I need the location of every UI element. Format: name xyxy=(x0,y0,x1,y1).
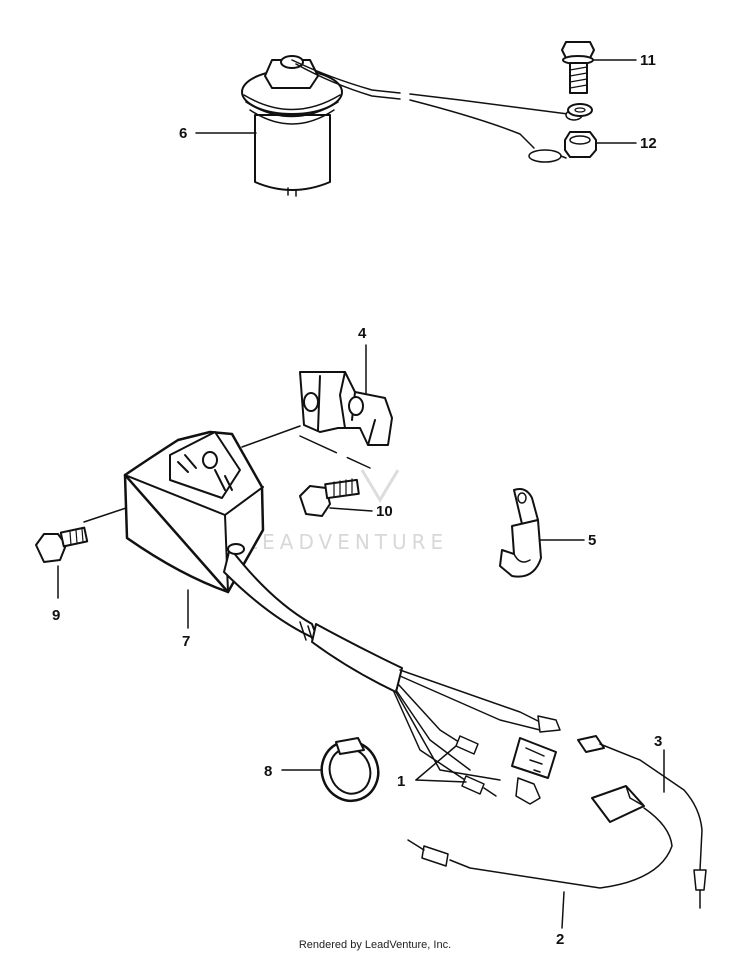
part-2-lead[interactable] xyxy=(407,785,673,889)
callout-1: 1 xyxy=(397,773,405,790)
callout-6: 6 xyxy=(179,125,187,142)
lock-washer[interactable] xyxy=(567,103,593,117)
callout-3: 3 xyxy=(654,733,662,750)
callout-12: 12 xyxy=(640,135,657,152)
footer-credit: Rendered by LeadVenture, Inc. xyxy=(299,939,451,951)
callout-11: 11 xyxy=(640,52,656,69)
callout-5: 5 xyxy=(588,532,596,549)
callout-9: 9 xyxy=(52,607,60,624)
part-7-harness[interactable] xyxy=(223,543,561,805)
part-3-lead[interactable] xyxy=(577,735,707,909)
part-6-sensor[interactable] xyxy=(241,55,583,197)
watermark-text: LEADVENTURE xyxy=(246,530,448,554)
callout-8: 8 xyxy=(264,763,272,780)
callout-10: 10 xyxy=(376,503,393,520)
part-8-clamp[interactable] xyxy=(313,733,386,809)
part-4-bracket[interactable] xyxy=(299,371,393,446)
callout-labels: 1 2 3 4 5 6 7 8 9 10 11 12 xyxy=(52,52,662,948)
part-9-bolt[interactable] xyxy=(35,526,89,563)
callout-4: 4 xyxy=(358,325,367,342)
part-5-clip[interactable] xyxy=(499,488,542,578)
leader-lines xyxy=(57,59,665,929)
watermark: LEADVENTURE xyxy=(246,469,448,554)
part-12-nut[interactable] xyxy=(564,131,597,158)
callout-7: 7 xyxy=(182,633,190,650)
part-11-bolt[interactable] xyxy=(561,41,595,94)
part-10-bolt[interactable] xyxy=(299,478,360,517)
callout-2: 2 xyxy=(556,931,564,948)
